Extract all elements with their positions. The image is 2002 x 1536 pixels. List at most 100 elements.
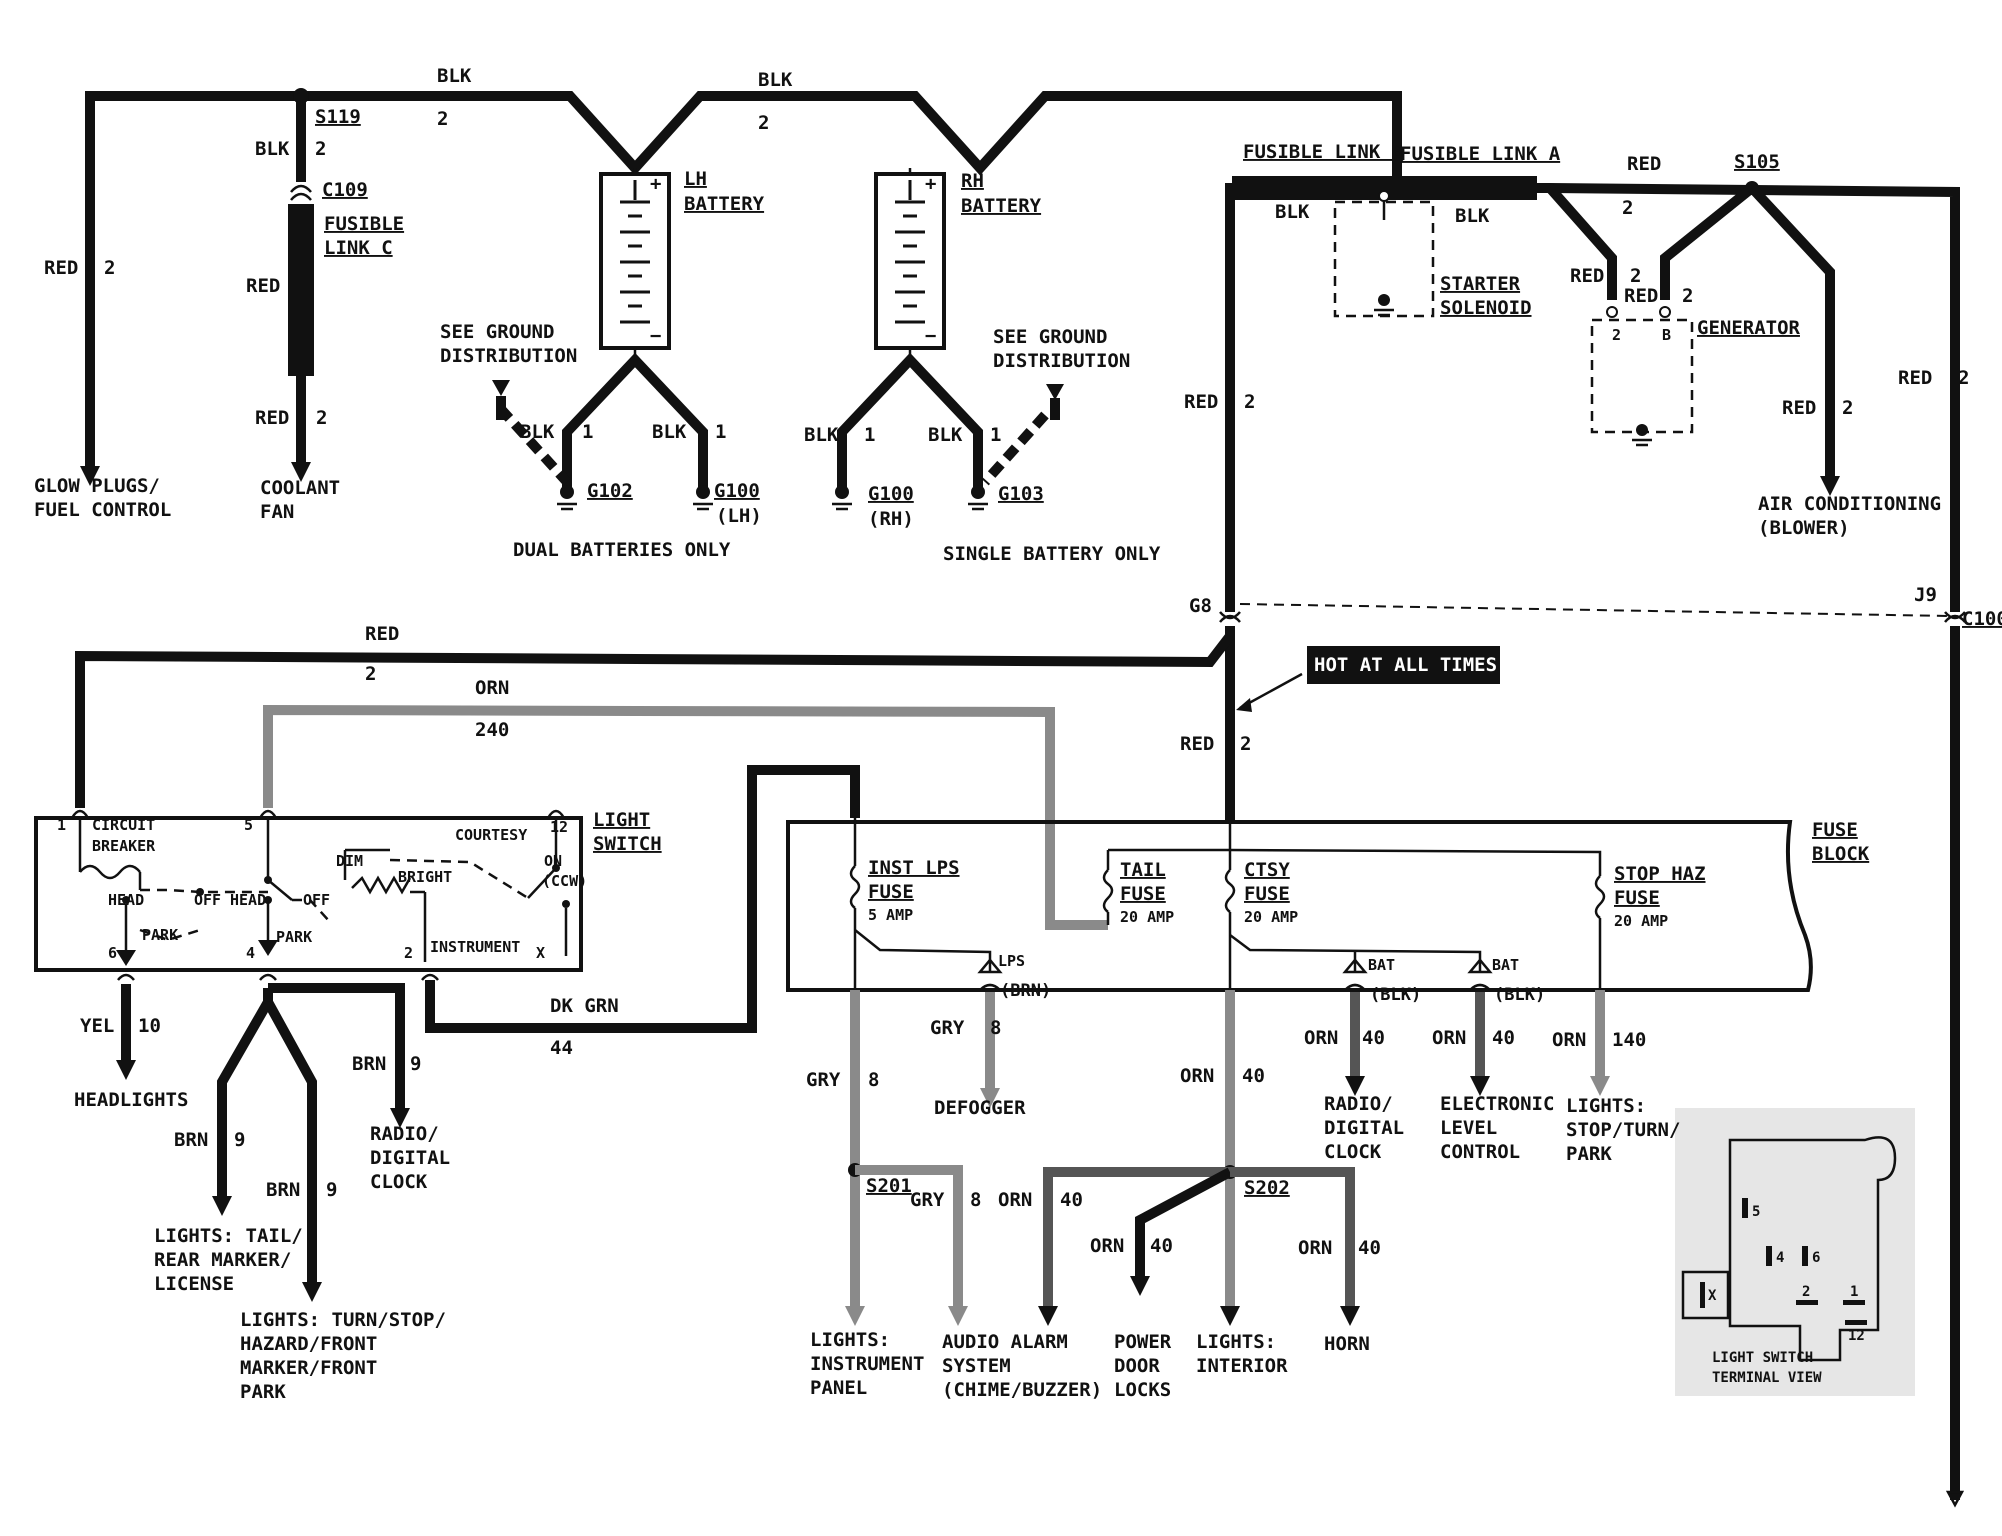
dest-instp-1: LIGHTS: (810, 1329, 890, 1351)
switch-off-1: OFF (194, 891, 221, 909)
switch-bright: BRIGHT (398, 868, 452, 886)
wire-gauge-11: 2 (1630, 265, 1641, 287)
dest-stop-1: LIGHTS: (1566, 1095, 1646, 1117)
radio-clock-arrow-1 (390, 1108, 410, 1128)
splice-s201-label: S201 (866, 1175, 912, 1197)
dest-audio-1: AUDIO ALARM (942, 1331, 1068, 1353)
radio-clock-arrow-2 (1345, 1076, 1365, 1096)
coolant-fan-arrow (291, 462, 311, 482)
wire-color-brn-1: BRN (174, 1129, 208, 1151)
switch-on: ON (544, 852, 562, 870)
wire-color-blk-6: BLK (804, 424, 839, 446)
fuse-ctsy-2: FUSE (1244, 883, 1290, 905)
wire-color-brn-2: BRN (266, 1179, 300, 1201)
dest-headlights: HEADLIGHTS (74, 1089, 188, 1111)
wire-color-blk-2: BLK (758, 69, 793, 91)
wire-gauge-9b: 9 (326, 1179, 337, 1201)
wire-color-red-11: RED (1180, 733, 1214, 755)
wire-color-gry-1: GRY (930, 1017, 965, 1039)
fusible-link-c-line1: FUSIBLE (324, 213, 404, 235)
see-ground-1a: SEE GROUND (440, 321, 554, 343)
wire-color-blk-1: BLK (437, 65, 472, 87)
dest-elc-2: LEVEL (1440, 1117, 1497, 1139)
switch-circuit-1: CIRCUIT (92, 816, 155, 834)
switch-pin-x: X (536, 944, 545, 962)
dest-instp-3: PANEL (810, 1377, 867, 1399)
wire-gauge-8: 1 (864, 424, 875, 446)
wire-gauge-6: 1 (582, 421, 593, 443)
dest-elc-3: CONTROL (1440, 1141, 1520, 1163)
ground-lh-label: (LH) (716, 505, 762, 527)
dest-audio-3: (CHIME/BUZZER) (942, 1379, 1102, 1401)
dest-turn-1: LIGHTS: TURN/STOP/ (240, 1309, 446, 1331)
wire-gauge-16: 2 (365, 663, 376, 685)
terminal-4: 4 (1776, 1250, 1784, 1266)
splice-s202-label: S202 (1244, 1177, 1290, 1199)
wire-color-red-9: RED (1184, 391, 1218, 413)
wire-color-red-3: RED (255, 407, 289, 429)
wire-gauge-40a: 40 (1242, 1065, 1265, 1087)
wire-gauge-40d: 40 (1358, 1237, 1381, 1259)
wire-gauge-9a: 9 (234, 1129, 245, 1151)
wire-gauge-12: 2 (1682, 285, 1693, 307)
rh-battery-plus: + (925, 173, 936, 195)
ground-rh-label: (RH) (868, 508, 914, 530)
wire-gauge-8c: 8 (970, 1189, 981, 1211)
orn-240-wire (263, 704, 1108, 930)
wire-color-blk-7: BLK (928, 424, 963, 446)
switch-dim: DIM (336, 852, 363, 870)
wire-gauge-9c: 9 (410, 1053, 421, 1075)
terminal-12: 12 (1848, 1328, 1865, 1344)
dest-horn: HORN (1324, 1333, 1370, 1355)
dest-glow-2: FUEL CONTROL (34, 499, 171, 521)
ground-g102-label: G102 (587, 480, 633, 502)
fuse-bat-label-2: BAT (1492, 956, 1519, 974)
switch-head-2: HEAD (230, 891, 266, 909)
connector-g8-label: G8 (1189, 595, 1212, 617)
fuse-block-outline (786, 820, 1813, 992)
switch-circuit-2: BREAKER (92, 837, 156, 855)
dest-turn-4: PARK (240, 1381, 286, 1403)
see-ground-1b: DISTRIBUTION (440, 345, 577, 367)
hot-at-all-times-callout (1307, 646, 1500, 684)
dest-instp-2: INSTRUMENT (810, 1353, 924, 1375)
switch-pin-2: 2 (404, 944, 413, 962)
wire-color-red-6: RED (1624, 285, 1658, 307)
dest-radio-2c: CLOCK (1324, 1141, 1382, 1163)
fuse-blk-label-2: (BLK) (1494, 985, 1545, 1005)
wire-gauge-40c: 40 (1150, 1235, 1173, 1257)
switch-pin-6: 6 (108, 944, 117, 962)
wire-color-blk-3: BLK (255, 138, 290, 160)
horn-arrow (1340, 1306, 1360, 1326)
dest-ac-2: (BLOWER) (1758, 517, 1850, 539)
wire-color-brn-3: BRN (352, 1053, 386, 1075)
dest-glow-1: GLOW PLUGS/ (34, 475, 160, 497)
see-ground-2a: SEE GROUND (993, 326, 1107, 348)
wire-gauge-3: 2 (315, 138, 326, 160)
rh-battery-label-2: BATTERY (961, 195, 1042, 217)
switch-pin-4: 4 (246, 944, 255, 962)
wire-gauge-4: 2 (104, 257, 115, 279)
fusible-link-c-line2: LINK C (324, 237, 393, 259)
fuse-brn-label: (BRN) (1000, 981, 1051, 1001)
wire-gauge-13: 2 (1842, 397, 1853, 419)
generator-box (1590, 318, 1694, 434)
dest-tail-1: LIGHTS: TAIL/ (154, 1225, 303, 1247)
terminal-6: 6 (1812, 1250, 1820, 1266)
dual-batteries-label: DUAL BATTERIES ONLY (513, 539, 731, 561)
terminal-view-title-1: LIGHT SWITCH (1712, 1350, 1813, 1366)
fuse-ctsy-1: CTSY (1244, 859, 1290, 881)
generator-terminal-b: B (1662, 326, 1671, 344)
ground-g100-lh-label: G100 (714, 480, 760, 502)
wire-color-red-8: RED (1898, 367, 1932, 389)
wire-gauge-17: 2 (1240, 733, 1251, 755)
switch-instrument: INSTRUMENT (430, 938, 520, 956)
fusible-link-a-label: FUSIBLE LINK A (1400, 143, 1561, 165)
rh-ground-wires (837, 352, 983, 490)
instrument-panel-arrow (845, 1306, 865, 1326)
wire-gauge-2: 2 (758, 112, 769, 134)
lh-ground-wires (562, 352, 708, 490)
connector-j9-label: J9 (1914, 584, 1937, 606)
dest-audio-2: SYSTEM (942, 1355, 1011, 1377)
dest-coolant-2: FAN (260, 501, 294, 523)
